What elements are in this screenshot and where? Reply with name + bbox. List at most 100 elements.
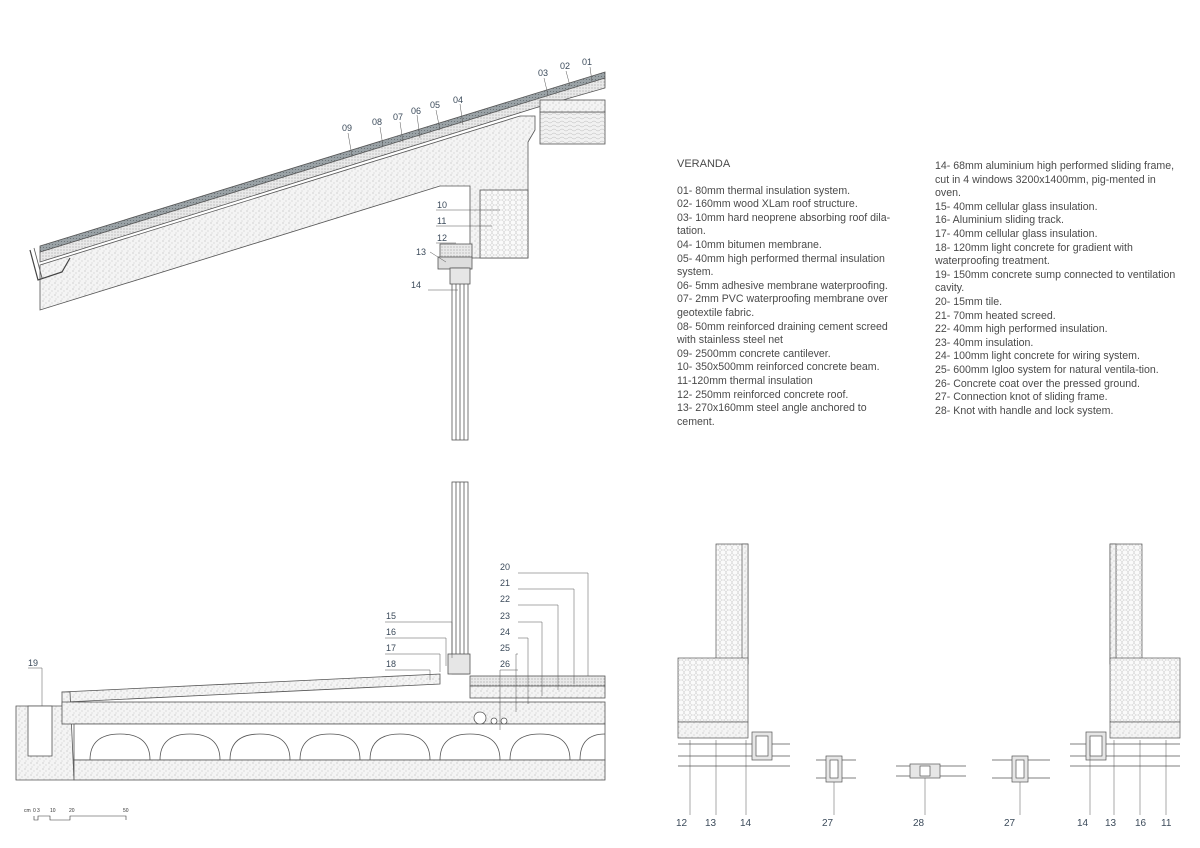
legend-item: 06- 5mm adhesive membrane waterproofing. (677, 279, 888, 292)
callout-16: 16 (386, 627, 396, 637)
legend-item: 15- 40mm cellular glass insulation. (935, 200, 1098, 213)
igloo-ventilation-system (73, 723, 606, 761)
callout-07: 07 (393, 112, 403, 122)
legend-item: 23- 40mm insulation. (935, 336, 1034, 349)
callout-18: 18 (386, 659, 396, 669)
window-frame-upper (449, 267, 471, 441)
concrete-beam (479, 189, 529, 259)
plan-knot-27-right (992, 755, 1050, 783)
callout-20: 20 (500, 562, 510, 572)
legend-item: 26- Concrete coat over the pressed groun… (935, 377, 1140, 390)
svg-text:cm: cm (24, 808, 31, 814)
callout-03: 03 (538, 68, 548, 78)
plan-knot-28 (896, 763, 966, 779)
legend-right-column: 14- 68mm aluminium high performed slidin… (935, 160, 1183, 418)
legend-item: 10- 350x500mm reinforced concrete beam. (677, 361, 880, 374)
legend-item: 13- 270x160mm steel angle anchored to ce… (677, 402, 867, 428)
callout-01: 01 (582, 57, 592, 67)
legend-item: 12- 250mm reinforced concrete roof. (677, 388, 849, 401)
legend-item: 27- Connection knot of sliding frame. (935, 391, 1108, 404)
window-frame-lower (447, 481, 471, 675)
floor-section (15, 481, 606, 781)
svg-text:3: 3 (37, 808, 40, 814)
concrete-roof-slab (439, 243, 473, 259)
tile-and-screed (469, 675, 606, 687)
legend-item: 03- 10mm hard neoprene absorbing roof di… (677, 211, 891, 238)
callout-plan-14: 14 (740, 818, 752, 829)
roof-callouts: 01 02 03 04 05 06 07 08 09 10 11 12 13 1… (342, 57, 592, 290)
legend-item: 21- 70mm heated screed. (935, 309, 1056, 322)
gutter-profile (29, 249, 71, 281)
legend-item: 19- 150mm concrete sump connected to ven… (935, 268, 1176, 295)
legend-item: 16- Aluminium sliding track. (935, 214, 1064, 227)
legend-item: 09- 2500mm concrete cantilever. (677, 347, 831, 360)
plan-wall-right (1070, 543, 1181, 767)
roof-leader-lines (347, 66, 593, 291)
light-concrete-gradient (61, 673, 441, 703)
callout-plan-13: 13 (705, 818, 717, 829)
callout-21: 21 (500, 578, 510, 588)
legend-item: 28- Knot with handle and lock system. (935, 404, 1114, 417)
plan-knot-27-left (816, 755, 856, 783)
callout-05: 05 (430, 100, 440, 110)
legend-item: 02- 160mm wood XLam roof structure. (677, 198, 858, 211)
service-duct (473, 711, 487, 725)
legend-item: 14- 68mm aluminium high performed slidin… (935, 160, 1175, 200)
callout-06: 06 (411, 106, 421, 116)
callout-13: 13 (416, 247, 426, 257)
plan-details (677, 543, 1181, 815)
legend-item: 07- 2mm PVC waterproofing membrane over … (677, 293, 888, 319)
legend-item: 18- 120mm light concrete for gradient wi… (935, 241, 1133, 268)
membrane-strip (39, 71, 606, 253)
legend-item: 17- 40mm cellular glass insulation. (935, 227, 1098, 240)
legend-item: 08- 50mm reinforced draining cement scre… (677, 320, 888, 347)
floor-callouts: 15 16 17 18 19 20 21 22 23 24 25 26 (28, 562, 510, 669)
heated-screed (469, 685, 606, 699)
callout-plan-13b: 13 (1105, 818, 1117, 829)
callout-plan-14b: 14 (1077, 818, 1089, 829)
callout-plan-12: 12 (676, 818, 688, 829)
legend-left-column: VERANDA 01- 80mm thermal insulation syst… (677, 158, 907, 429)
ground-concrete-coat (73, 759, 606, 781)
svg-text:50: 50 (123, 808, 129, 814)
steel-angle (437, 256, 473, 270)
legend-item: 11-120mm thermal insulation (677, 374, 813, 387)
floor-leader-lines (28, 572, 589, 730)
plan-callouts: 12 13 14 27 28 27 14 13 16 11 (676, 818, 1172, 829)
callout-plan-16: 16 (1135, 818, 1147, 829)
callout-24: 24 (500, 627, 510, 637)
callout-14: 14 (411, 280, 421, 290)
scale-bar: cm 0 3 10 20 50 (24, 808, 129, 821)
callout-12: 12 (437, 233, 447, 243)
callout-plan-27a: 27 (822, 818, 834, 829)
plan-wall-left (677, 543, 790, 767)
callout-04: 04 (453, 95, 463, 105)
igloo-arches (89, 733, 606, 761)
callout-15: 15 (386, 611, 396, 621)
light-concrete-wiring (61, 701, 606, 725)
svg-text:10: 10 (50, 808, 56, 814)
callout-17: 17 (386, 643, 396, 653)
legend-item: 22- 40mm high performed insulation. (935, 323, 1108, 336)
legend-item: 20- 15mm tile. (935, 295, 1003, 308)
callout-19: 19 (28, 658, 38, 668)
callout-plan-27b: 27 (1004, 818, 1016, 829)
callout-10: 10 (437, 200, 447, 210)
callout-23: 23 (500, 611, 510, 621)
callout-25: 25 (500, 643, 510, 653)
roof-section (29, 71, 606, 441)
legend-item: 05- 40mm high performed thermal insulati… (677, 252, 885, 279)
svg-text:0: 0 (33, 808, 36, 814)
callout-plan-11: 11 (1161, 818, 1172, 829)
callout-11: 11 (437, 216, 446, 226)
callout-02: 02 (560, 61, 570, 71)
legend-item: 24- 100mm light concrete for wiring syst… (935, 350, 1140, 363)
callout-09: 09 (342, 123, 352, 133)
callout-26: 26 (500, 659, 510, 669)
legend-title: VERANDA (677, 158, 731, 170)
callout-22: 22 (500, 594, 510, 604)
legend-item: 04- 10mm bitumen membrane. (677, 238, 822, 251)
legend-item: 25- 600mm Igloo system for natural venti… (935, 363, 1159, 376)
svg-text:20: 20 (69, 808, 75, 814)
legend-item: 01- 80mm thermal insulation system. (677, 184, 851, 197)
